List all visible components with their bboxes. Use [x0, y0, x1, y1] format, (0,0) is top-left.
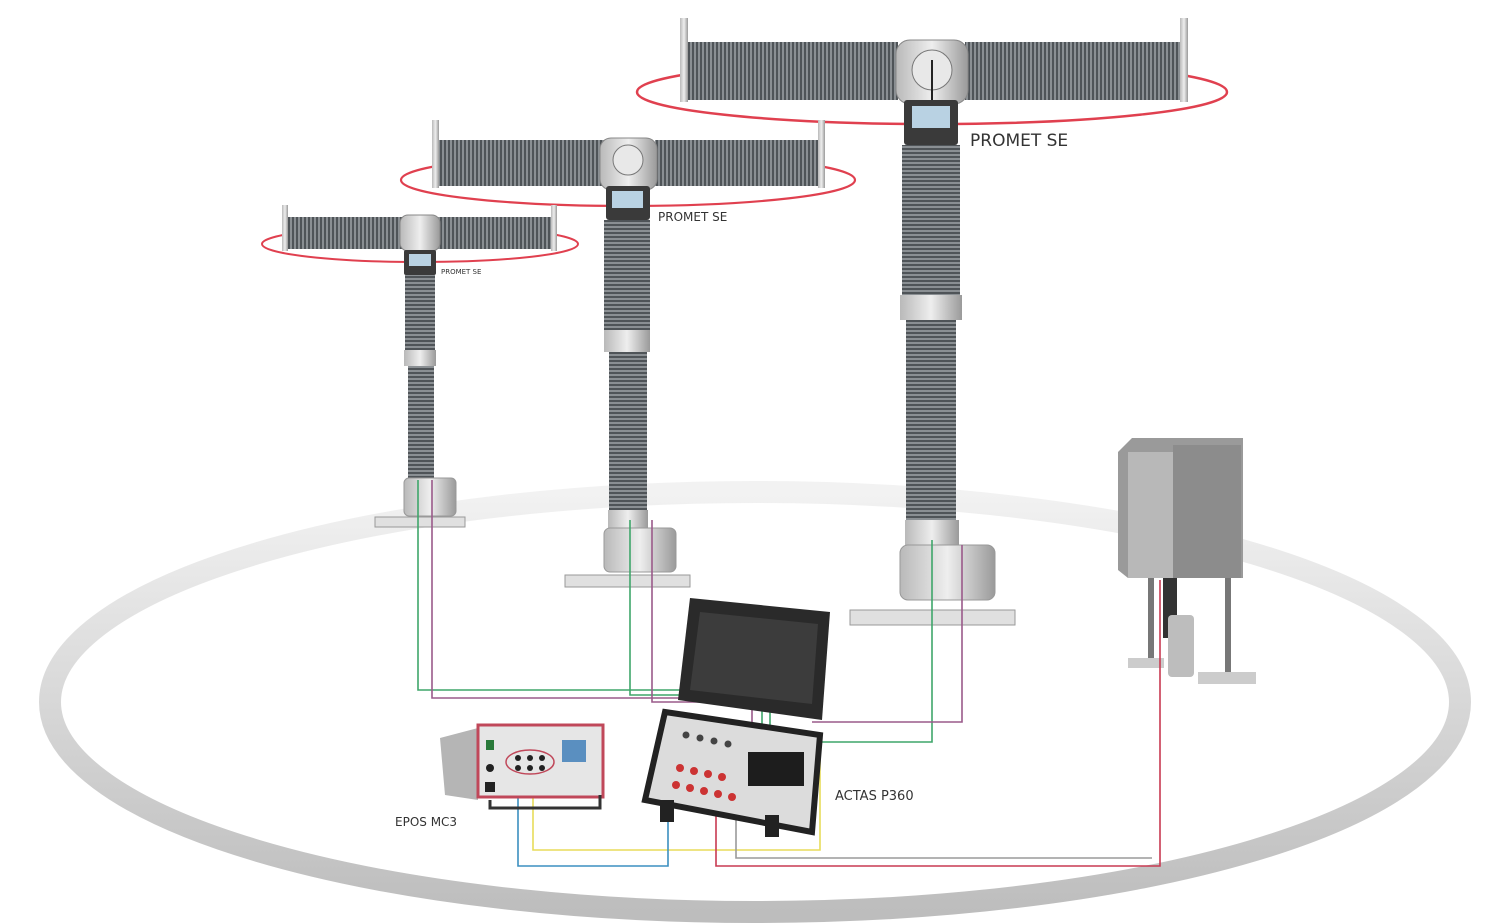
interrupter-right	[965, 42, 1180, 100]
label-promet-se-large: PROMET SE	[970, 131, 1068, 151]
label-actas-p360: ACTAS P360	[835, 789, 914, 804]
interrupter-left	[688, 42, 898, 100]
circuit-breaker-medium: PROMET SE	[399, 120, 857, 588]
breaker-base	[374, 516, 466, 528]
actas-display	[748, 752, 804, 786]
epos-display	[562, 740, 586, 762]
support-column	[405, 275, 435, 350]
label-promet-se-small: PROMET SE	[441, 268, 481, 276]
breaker-base	[564, 574, 691, 588]
label-epos-mc3: EPOS MC3	[395, 815, 457, 829]
circuit-breaker-small: PROMET SE	[261, 205, 579, 528]
actas-p360-analyzer: ACTAS P360	[641, 598, 914, 837]
support-column	[604, 220, 650, 330]
control-cabinet	[1118, 438, 1256, 684]
substation-ground-ring	[39, 481, 1471, 923]
epos-mc3-device: EPOS MC3	[395, 723, 605, 829]
label-promet-se-medium: PROMET SE	[658, 210, 727, 224]
support-column	[902, 145, 960, 295]
circuit-breaker-large: PROMET SE	[635, 18, 1229, 626]
